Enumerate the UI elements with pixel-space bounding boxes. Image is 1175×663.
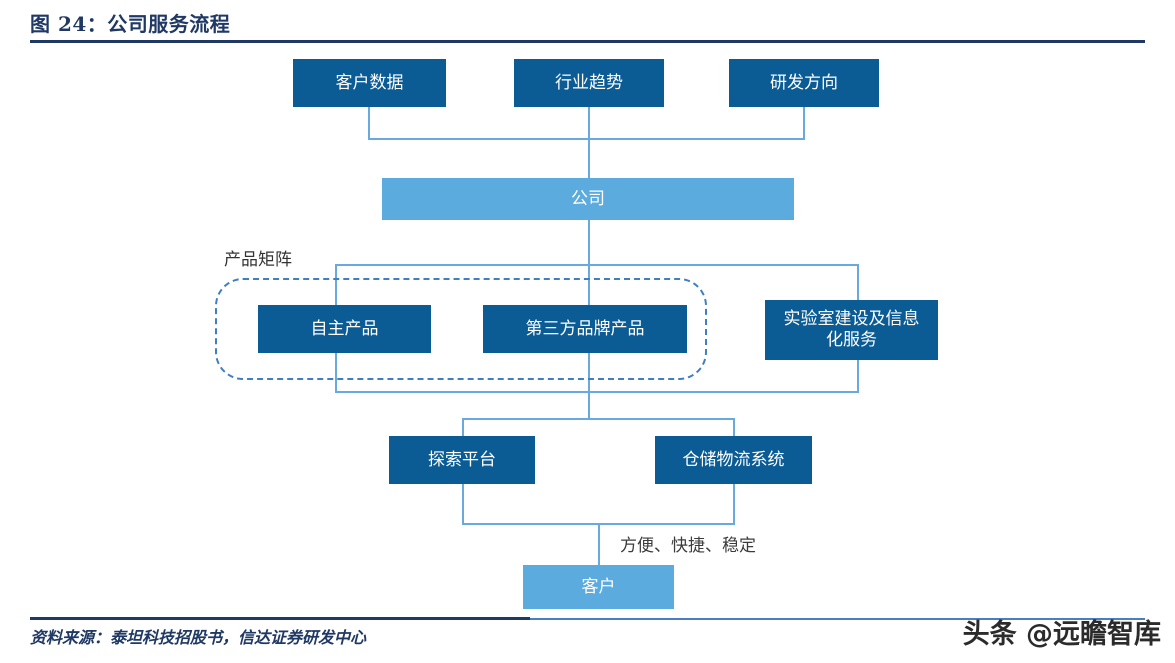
node-explore-platform[interactable]: 探索平台 bbox=[389, 436, 535, 484]
footer-divider-light bbox=[530, 618, 1145, 620]
node-industry-trend[interactable]: 行业趋势 bbox=[514, 59, 664, 107]
edge-product-bus bbox=[335, 264, 858, 266]
header-divider bbox=[30, 40, 1145, 43]
edge-own-product-down bbox=[335, 353, 337, 393]
edge-product-out-bus bbox=[335, 391, 858, 393]
edge-top-bus bbox=[368, 138, 805, 140]
edge-customer-data-drop bbox=[368, 107, 370, 140]
footer-divider-dark bbox=[30, 617, 530, 620]
edge-rnd-direction-drop bbox=[803, 107, 805, 140]
product-matrix-group bbox=[215, 278, 707, 380]
edge-to-third-party bbox=[588, 264, 590, 306]
node-customer-data[interactable]: 客户数据 bbox=[293, 59, 446, 107]
edge-to-lab-service bbox=[857, 264, 859, 301]
product-matrix-label: 产品矩阵 bbox=[224, 250, 292, 270]
edge-to-explore-platform bbox=[462, 418, 464, 438]
edge-bus-to-customer bbox=[598, 523, 600, 568]
node-customer[interactable]: 客户 bbox=[523, 565, 674, 609]
figure-title: 图 24：公司服务流程 bbox=[30, 12, 231, 36]
edge-explore-down bbox=[462, 484, 464, 525]
edge-to-warehouse bbox=[733, 418, 735, 438]
source-note: 资料来源：泰坦科技招股书，信达证券研发中心 bbox=[30, 628, 367, 647]
edge-bus-to-company bbox=[588, 107, 590, 180]
node-rnd-direction[interactable]: 研发方向 bbox=[729, 59, 879, 107]
edge-label-service-qualities: 方便、快捷、稳定 bbox=[620, 536, 756, 556]
node-third-party-brand[interactable]: 第三方品牌产品 bbox=[483, 305, 687, 353]
edge-center-to-systems bbox=[588, 391, 590, 420]
edge-third-party-down bbox=[588, 353, 590, 393]
node-company[interactable]: 公司 bbox=[382, 178, 794, 220]
node-lab-and-it-service[interactable]: 实验室建设及信息 化服务 bbox=[765, 300, 938, 360]
edge-company-down bbox=[588, 220, 590, 266]
node-warehouse-logistics[interactable]: 仓储物流系统 bbox=[655, 436, 812, 484]
edge-to-own-product bbox=[335, 264, 337, 306]
watermark: 头条 @远瞻智库 bbox=[962, 619, 1161, 650]
node-own-product[interactable]: 自主产品 bbox=[258, 305, 431, 353]
edge-warehouse-down bbox=[733, 484, 735, 525]
edge-systems-bus bbox=[462, 418, 734, 420]
edge-lab-service-down bbox=[857, 360, 859, 393]
